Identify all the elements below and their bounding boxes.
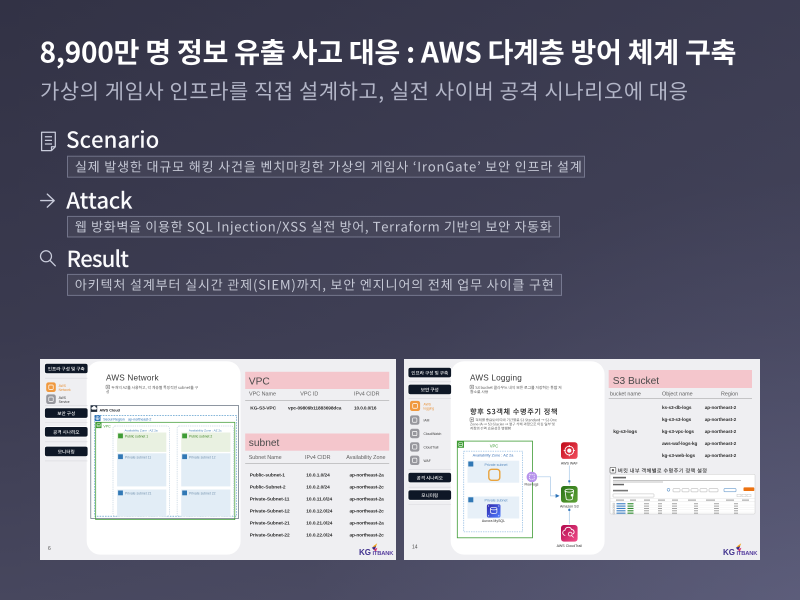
svg-text:ap-northeast-2a: ap-northeast-2a	[350, 496, 385, 502]
svg-text:KG: KG	[359, 548, 371, 557]
svg-text:AWS: AWS	[59, 396, 67, 400]
svg-text:kg-s3-web-logs: kg-s3-web-logs	[662, 453, 695, 458]
svg-text:Availability Zone : AZ 2a: Availability Zone : AZ 2a	[125, 429, 158, 433]
svg-text:logging: logging	[424, 406, 435, 410]
svg-text:WAF: WAF	[424, 459, 431, 463]
svg-text:subnet: subnet	[249, 438, 280, 449]
svg-text:ap-northeast-2: ap-northeast-2	[705, 453, 737, 458]
svg-text:Amazon S3: Amazon S3	[560, 505, 579, 509]
svg-text:CloudTrail: CloudTrail	[424, 446, 439, 450]
svg-text:ap-northeast-2: ap-northeast-2	[705, 441, 737, 446]
svg-text:Public subnet 2: Public subnet 2	[189, 435, 212, 439]
svg-text:Availability Zone: Availability Zone	[346, 455, 385, 461]
svg-text:IPv4 CIDR: IPv4 CIDR	[305, 455, 331, 461]
svg-text:ap-northeast-2: ap-northeast-2	[128, 418, 151, 422]
svg-text:AWS: AWS	[59, 384, 67, 388]
svg-text:aws-waf-logs-kg: aws-waf-logs-kg	[662, 441, 697, 446]
svg-text:Public subnet 1: Public subnet 1	[125, 435, 148, 439]
svg-text:Network: Network	[59, 388, 71, 392]
svg-text:S3 Bucket: S3 Bucket	[613, 376, 660, 387]
svg-text:ITBANK: ITBANK	[737, 551, 759, 557]
svg-text:14: 14	[412, 545, 418, 551]
svg-text:Private subnet: Private subnet	[485, 463, 508, 467]
svg-text:Private subnet 22: Private subnet 22	[189, 492, 216, 496]
svg-text:VPC ID: VPC ID	[300, 392, 318, 398]
svg-text:Public-subnet-1: Public-subnet-1	[250, 472, 286, 478]
svg-text:ap-northeast-2a: ap-northeast-2a	[350, 520, 385, 526]
svg-text:Seoul Region: Seoul Region	[103, 418, 125, 422]
svg-text:VPC: VPC	[249, 376, 270, 387]
svg-text:AWS Logging: AWS Logging	[470, 374, 522, 383]
svg-text:ap-northeast-2: ap-northeast-2	[705, 429, 737, 434]
svg-text:bucket name: bucket name	[610, 391, 641, 397]
svg-text:kg-s3-logs: kg-s3-logs	[613, 429, 637, 435]
svg-text:Private-Subnet-12: Private-Subnet-12	[250, 508, 290, 514]
svg-text:VPC: VPC	[490, 444, 499, 449]
svg-text:Public-Subnet-2: Public-Subnet-2	[250, 484, 286, 490]
svg-text:VPC: VPC	[103, 424, 111, 428]
svg-text:ap-northeast-2: ap-northeast-2	[705, 405, 737, 410]
svg-text:ap-northeast-2c: ap-northeast-2c	[350, 532, 385, 538]
svg-text:Private-Subnet-11: Private-Subnet-11	[250, 496, 290, 502]
svg-text:Service: Service	[59, 400, 70, 404]
svg-text:10.0.22.0/24: 10.0.22.0/24	[306, 532, 332, 538]
svg-text:Private-Subnet-21: Private-Subnet-21	[250, 520, 290, 526]
svg-text:10.0.11.0/24: 10.0.11.0/24	[306, 496, 332, 502]
svg-text:kg-s3-s3-logs: kg-s3-s3-logs	[662, 417, 692, 422]
svg-text:6: 6	[48, 546, 51, 552]
svg-text:10.0.21.0/24: 10.0.21.0/24	[306, 520, 332, 526]
svg-text:10.0.12.0/24: 10.0.12.0/24	[306, 508, 332, 514]
svg-text:10.0.2.0/24: 10.0.2.0/24	[306, 484, 330, 490]
svg-text:Private subnet 21: Private subnet 21	[125, 492, 152, 496]
svg-text:AWS: AWS	[424, 402, 432, 406]
svg-text:Aurora MySQL: Aurora MySQL	[482, 519, 505, 523]
svg-text:Availability Zone : AZ 2c: Availability Zone : AZ 2c	[189, 429, 222, 433]
svg-text:KG: KG	[723, 548, 735, 557]
svg-text:Flow logs: Flow logs	[525, 482, 539, 486]
svg-text:AWS Cloud: AWS Cloud	[100, 408, 121, 412]
svg-text:ap-northeast-2: ap-northeast-2	[705, 417, 737, 422]
svg-text:Private subnet 11: Private subnet 11	[125, 455, 151, 459]
svg-text:kg-s3-vpc-logs: kg-s3-vpc-logs	[662, 429, 694, 434]
svg-text:vpc-09809b11883698dca: vpc-09809b11883698dca	[288, 405, 342, 411]
svg-text:10.0.0.0/16: 10.0.0.0/16	[354, 405, 377, 410]
svg-text:IPv4 CIDR: IPv4 CIDR	[354, 392, 380, 398]
svg-text:IAM: IAM	[424, 419, 430, 423]
svg-text:Region: Region	[721, 391, 738, 397]
svg-text:ap-northeast-2a: ap-northeast-2a	[350, 472, 385, 478]
svg-text:AWS Network: AWS Network	[106, 374, 160, 383]
svg-text:Subnet Name: Subnet Name	[249, 455, 282, 461]
svg-text:Private subnet: Private subnet	[485, 499, 508, 503]
svg-text:CloudWatch: CloudWatch	[424, 432, 442, 436]
svg-text:Availability Zone : AZ 2a: Availability Zone : AZ 2a	[473, 454, 515, 458]
svg-text:ks-s3-db-logs: ks-s3-db-logs	[662, 405, 692, 410]
svg-text:VPC Name: VPC Name	[249, 392, 276, 398]
svg-text:ap-northeast-2c: ap-northeast-2c	[350, 484, 385, 490]
svg-text:AWS WAF: AWS WAF	[561, 462, 579, 466]
svg-text:Object name: Object name	[662, 391, 693, 397]
svg-text:AWS CloudTrail: AWS CloudTrail	[557, 544, 582, 548]
svg-text:KG-S3-VPC: KG-S3-VPC	[250, 405, 276, 411]
svg-text:Private-Subnet-22: Private-Subnet-22	[250, 532, 290, 538]
svg-text:ap-northeast-2c: ap-northeast-2c	[350, 508, 385, 514]
svg-text:Private subnet 12: Private subnet 12	[189, 455, 216, 459]
svg-text:10.0.1.0/24: 10.0.1.0/24	[306, 472, 330, 478]
svg-text:ITBANK: ITBANK	[373, 551, 395, 557]
